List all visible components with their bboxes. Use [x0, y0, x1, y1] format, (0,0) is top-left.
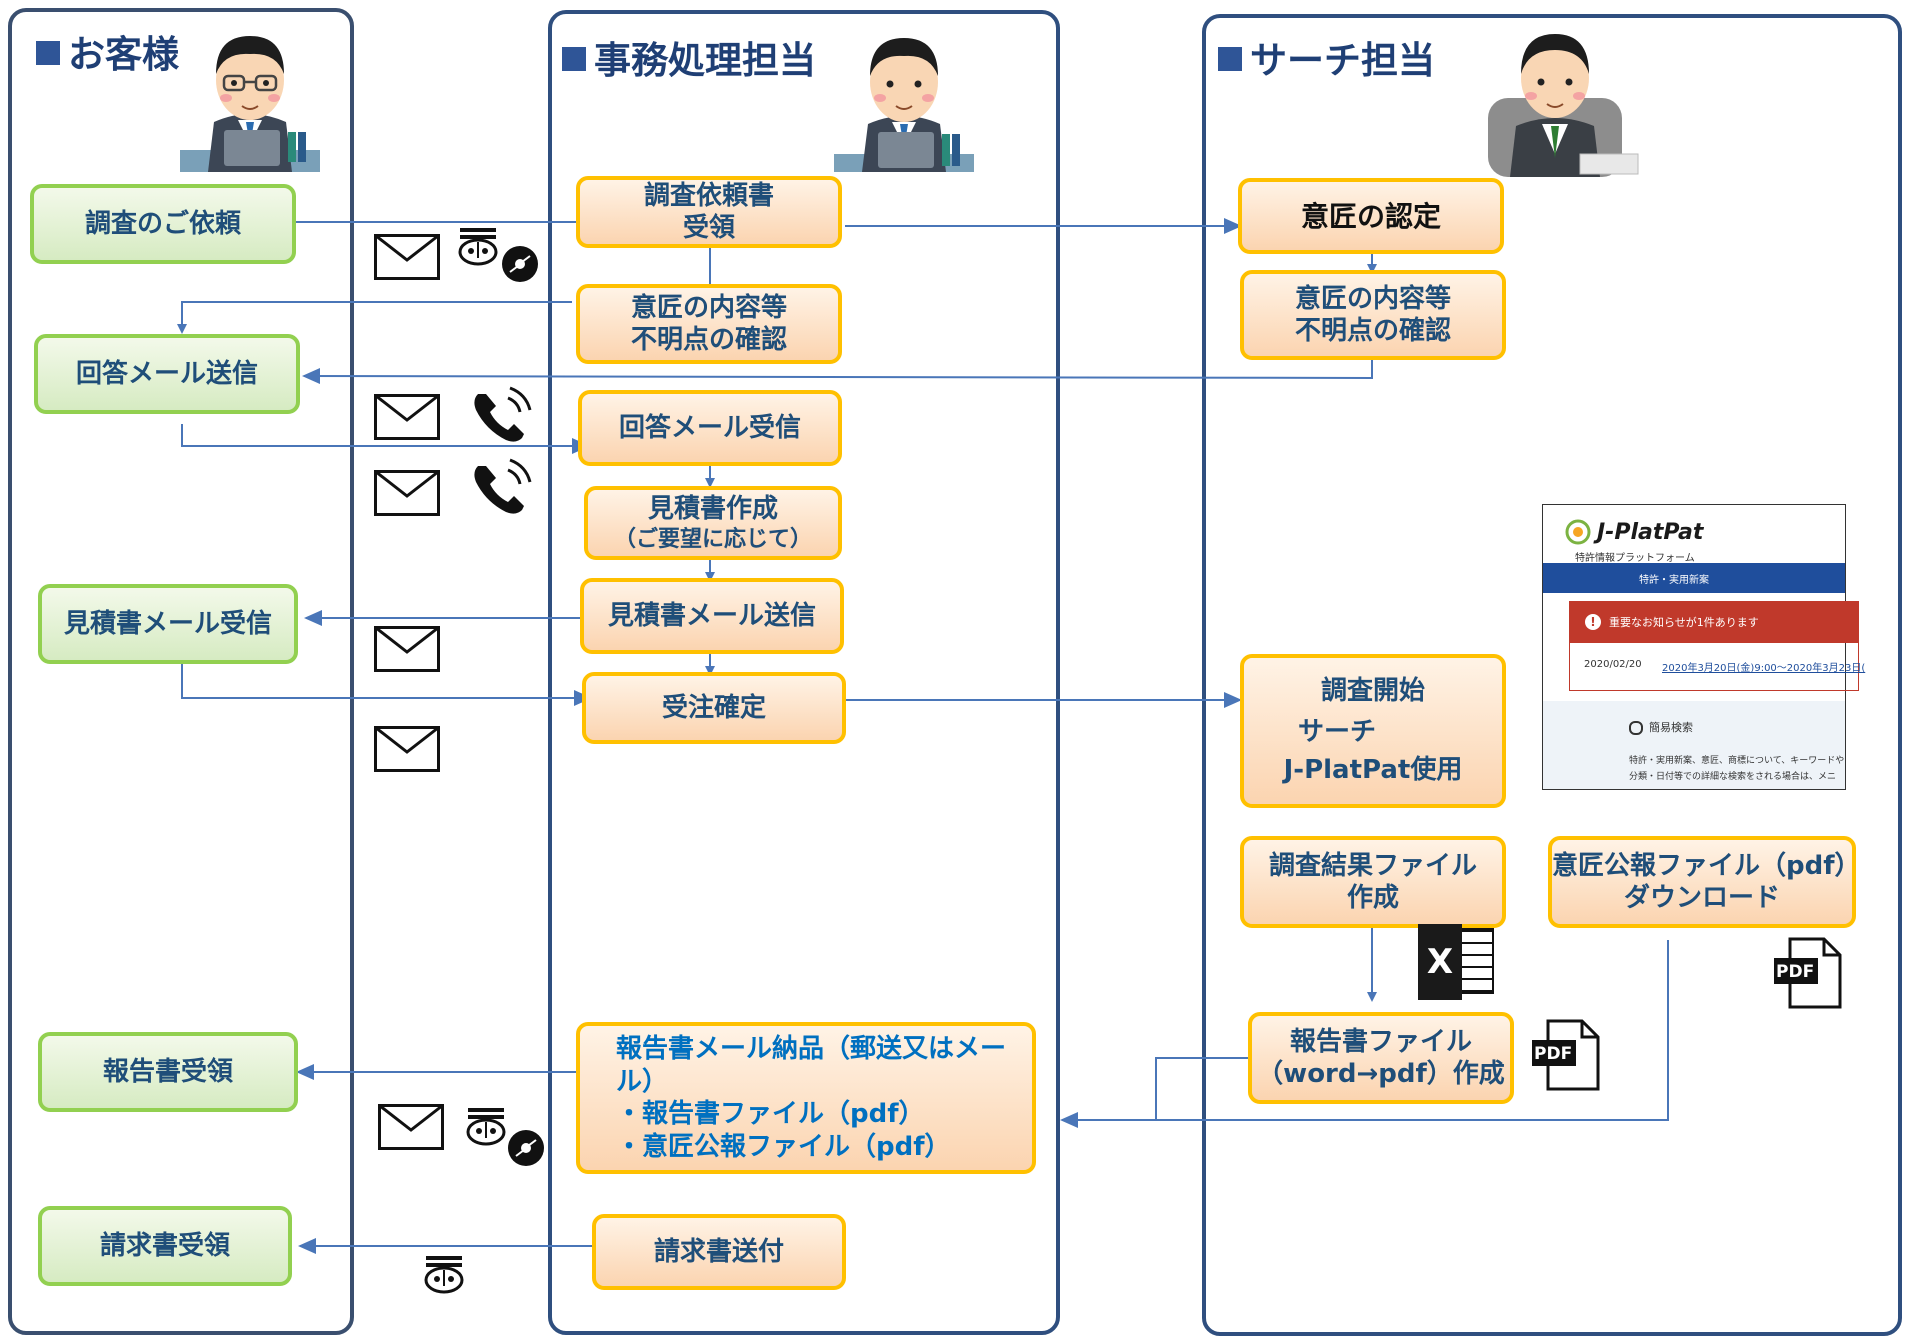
square-bullet-icon [1218, 47, 1242, 71]
envelope-icon [374, 234, 440, 280]
jplatpat-logo-icon [1565, 519, 1591, 545]
step-request: 調査のご依頼 [30, 184, 296, 264]
post-icon [458, 228, 498, 266]
person-icon [1488, 34, 1639, 177]
step-request-receive: 調査依頼書受領 [576, 176, 842, 248]
envelope-icon [378, 1104, 444, 1150]
jplatpat-subtitle: 特許情報プラットフォーム [1575, 553, 1695, 564]
jplatpat-lower-panel: 簡易検索 特許・実用新案、意匠、商標について、キーワードや 分類・日付等での詳細… [1543, 701, 1845, 789]
excel-file-icon: X [1418, 924, 1498, 1000]
step-search-start: 調査開始 サーチ J-PlatPat使用 [1240, 654, 1506, 808]
step-invoice-receive: 請求書受領 [38, 1206, 292, 1286]
jplatpat-alert: ! 重要なお知らせが1件あります [1569, 601, 1859, 643]
step-result-file: 調査結果ファイル作成 [1240, 836, 1506, 928]
pdf-file-icon: PDF [1772, 936, 1844, 1010]
step-invoice-send: 請求書送付 [592, 1214, 846, 1290]
lane-title-customer: お客様 [36, 24, 179, 78]
step-report-delivery: 報告書メール納品（郵送又はメール） ・報告書ファイル（pdf） ・意匠公報ファイ… [576, 1022, 1036, 1174]
lane-customer [8, 8, 354, 1335]
step-gazette-download: 意匠公報ファイル（pdf）ダウンロード [1548, 836, 1861, 928]
alert-icon: ! [1585, 614, 1601, 630]
disc-icon [502, 246, 538, 282]
jplatpat-logo: J-PlatPat [1597, 519, 1704, 545]
person-icon [834, 38, 974, 172]
search-icon [1629, 721, 1643, 735]
jplatpat-nav: 特許・実用新案 [1543, 563, 1845, 593]
telephone-icon [474, 458, 532, 514]
lane-title-office: 事務処理担当 [562, 30, 816, 84]
post-icon [466, 1108, 506, 1146]
step-search-confirm: 意匠の内容等不明点の確認 [1240, 270, 1506, 360]
step-office-confirm: 意匠の内容等不明点の確認 [576, 284, 842, 364]
lane-title-search: サーチ担当 [1218, 30, 1435, 84]
envelope-icon [374, 726, 440, 772]
step-estimate-receive: 見積書メール受信 [38, 584, 298, 664]
step-estimate-make: 見積書作成（ご要望に応じて） [584, 486, 842, 560]
person-icon [180, 36, 320, 172]
step-reply-mail-send: 回答メール送信 [34, 334, 300, 414]
step-reply-receive: 回答メール受信 [578, 390, 842, 466]
step-design-recognition: 意匠の認定 [1238, 178, 1504, 254]
telephone-icon [474, 386, 532, 442]
post-icon [424, 1256, 464, 1294]
square-bullet-icon [562, 47, 586, 71]
lane-search [1202, 14, 1902, 1336]
step-order-confirm: 受注確定 [582, 672, 846, 744]
lane-office [548, 10, 1060, 1335]
jplatpat-notice: 2020/02/20 2020年3月20日(金)9:00～2020年3月23日( [1569, 643, 1865, 691]
envelope-icon [374, 626, 440, 672]
square-bullet-icon [36, 41, 60, 65]
envelope-icon [374, 470, 440, 516]
disc-icon [508, 1130, 544, 1166]
step-estimate-send: 見積書メール送信 [580, 578, 844, 654]
jplatpat-notice-link[interactable]: 2020年3月20日(金)9:00～2020年3月23日( [1662, 663, 1866, 674]
envelope-icon [374, 394, 440, 440]
step-report-file: 報告書ファイル（word→pdf）作成 [1248, 1012, 1514, 1104]
jplatpat-screenshot: J-PlatPat 特許情報プラットフォーム 特許・実用新案 ! 重要なお知らせ… [1542, 504, 1865, 790]
step-report-receive: 報告書受領 [38, 1032, 298, 1112]
pdf-file-icon: PDF [1530, 1018, 1602, 1092]
